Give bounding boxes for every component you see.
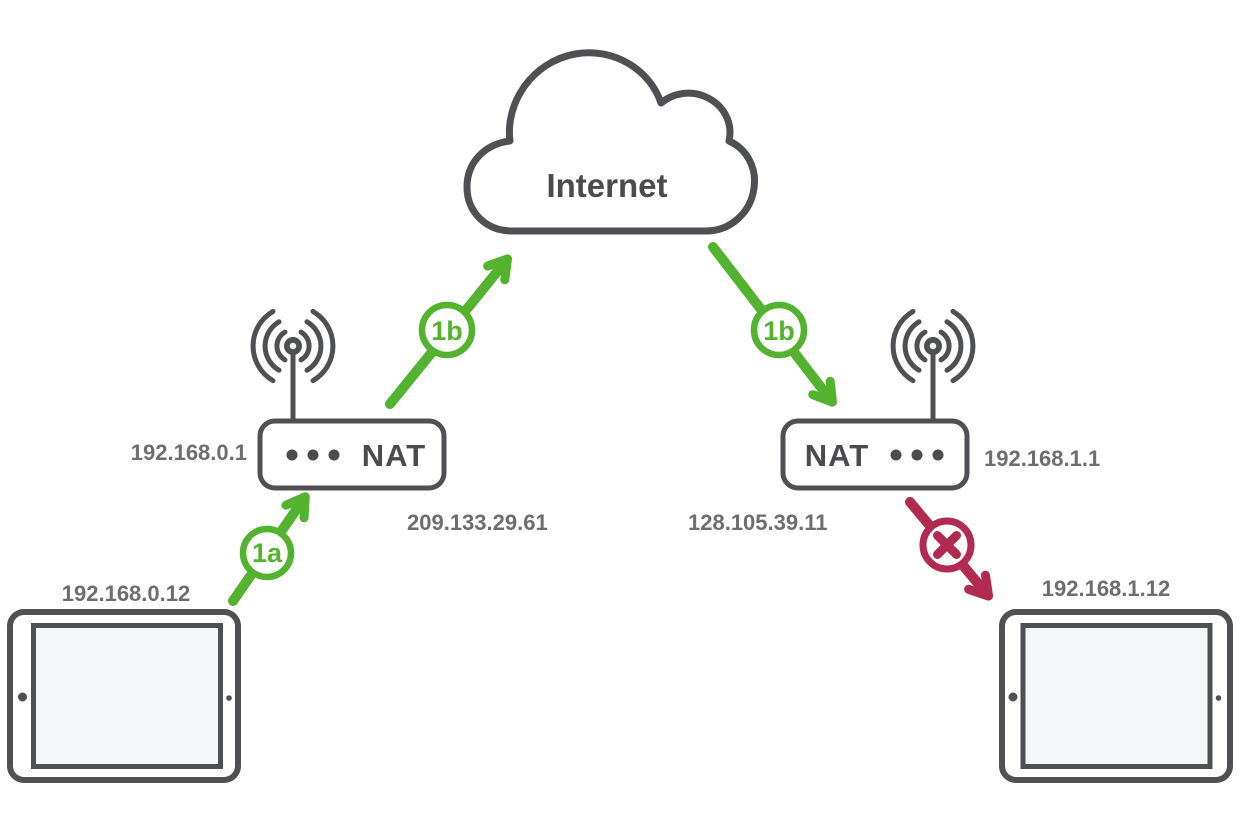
badge-1a-circle xyxy=(239,525,295,581)
cloud-label: Internet xyxy=(546,167,667,204)
wifi-antenna-icon-left xyxy=(250,308,336,425)
right-router-lan-ip: 192.168.1.1 xyxy=(984,446,1100,471)
internet-cloud: Internet xyxy=(463,49,759,235)
router-dots-right xyxy=(890,449,944,461)
badge-1b-left-circle xyxy=(418,301,476,359)
wifi-antenna-icon-right xyxy=(890,308,976,425)
right-router-wan-ip: 128.105.39.11 xyxy=(688,510,827,535)
blocked-arrow-nat-to-device xyxy=(905,497,994,601)
right-nat-router: NAT xyxy=(780,308,976,491)
router-dots-left xyxy=(286,449,340,461)
arrow-1a-device-to-nat: 1a xyxy=(228,492,310,606)
arrow-1b-nat-to-internet: 1b xyxy=(385,254,513,409)
router-box-right xyxy=(780,418,970,491)
left-nat-router: NAT xyxy=(250,308,447,491)
left-router-lan-ip: 192.168.0.1 xyxy=(131,440,247,465)
arrow-1b-internet-to-nat: 1b xyxy=(708,242,837,407)
left-router-wan-ip: 209.133.29.61 xyxy=(407,510,548,535)
router-label-left: NAT xyxy=(362,438,426,473)
right-device-ip: 192.168.1.12 xyxy=(1042,576,1170,601)
blocked-x-icon xyxy=(933,531,961,559)
cloud-icon xyxy=(463,49,759,235)
badge-1b-right-label: 1b xyxy=(763,316,795,346)
router-box-left xyxy=(257,418,447,491)
left-device-ip: 192.168.0.12 xyxy=(62,581,190,606)
badge-1b-left-label: 1b xyxy=(431,316,463,346)
router-label-right: NAT xyxy=(805,438,869,473)
left-tablet-icon xyxy=(7,609,241,783)
badge-1b-right-circle xyxy=(750,301,808,359)
badge-1a-label: 1a xyxy=(252,538,283,568)
right-tablet-icon xyxy=(999,609,1233,783)
